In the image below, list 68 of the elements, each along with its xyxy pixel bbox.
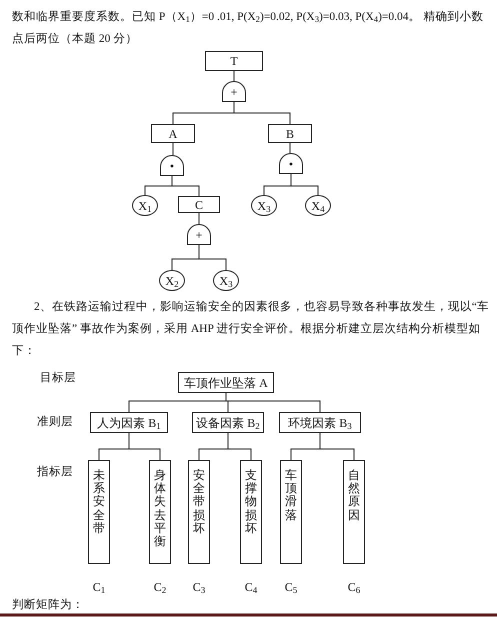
- node-label: 人为因素 B$_{1}$: [97, 416, 161, 428]
- node-label: 身体失去平衡: [154, 469, 166, 548]
- logic-gate: [187, 224, 211, 245]
- node-label: X$_{3}$: [257, 200, 271, 212]
- connector-line: [172, 176, 200, 196]
- node-label: 自然原因: [348, 469, 360, 522]
- node-label: X$_{4}$: [311, 200, 325, 212]
- node-label: 支撑物损坏: [245, 469, 257, 535]
- event-box: [280, 460, 302, 564]
- node-label: X$_{3}$: [219, 274, 233, 286]
- event-box: [90, 412, 168, 433]
- event-box: [205, 51, 263, 71]
- event-box: [88, 460, 110, 564]
- node-label: +: [230, 86, 238, 98]
- connector-line: [234, 102, 290, 124]
- node-label: A: [168, 128, 178, 140]
- event-box: [240, 460, 262, 564]
- node-label: •: [288, 158, 294, 170]
- node-label: X$_{1}$: [138, 200, 152, 212]
- basic-event-circle: [159, 270, 185, 291]
- event-box: [268, 124, 312, 143]
- node-label: +: [196, 229, 202, 241]
- indicator-code: C$_{5}$: [284, 579, 298, 596]
- connector-line: [226, 392, 320, 412]
- node-label: 车顶滑落: [285, 469, 297, 522]
- node-label: 未系安全带: [93, 469, 105, 535]
- node-label: T: [230, 55, 238, 67]
- node-label: X$_{2}$: [165, 274, 179, 286]
- event-box: [178, 196, 220, 213]
- basic-event-circle: [132, 195, 158, 216]
- node-label: 环境因素 B$_{3}$: [288, 416, 352, 428]
- paragraph-text: 数和临界重要度系数。已知 P（X$_{1}$）=0 .01, P(X$_{2}$)=0.02, P(X$_{3}$)=0.03, P(X$_{4}$)=0.04。 精确到小数点后两位（本题 20 分）: [12, 9, 484, 47]
- indicator-code: C$_{4}$: [244, 579, 258, 596]
- indicator-code: C$_{1}$: [92, 579, 106, 596]
- event-box: [188, 460, 210, 564]
- basic-event-circle: [251, 195, 277, 216]
- connector-line: [320, 432, 354, 460]
- indicator-code: C$_{6}$: [346, 579, 362, 596]
- node-label: 安全带损坏: [193, 469, 205, 535]
- event-box: [151, 124, 195, 143]
- connector-line: [290, 174, 318, 196]
- connector-line: [198, 212, 200, 224]
- event-box: [343, 460, 365, 564]
- event-box: [149, 460, 171, 564]
- event-box: [178, 372, 274, 393]
- node-label: B: [286, 128, 294, 140]
- event-box: [279, 412, 361, 433]
- indicator-code: C$_{3}$: [192, 579, 206, 596]
- connector-line: [198, 244, 226, 270]
- logic-gate: [222, 81, 246, 102]
- connector-line: [128, 432, 160, 460]
- node-label: 设备因素 B$_{2}$: [196, 416, 260, 428]
- layer-label: 目标层: [40, 370, 77, 386]
- logic-gate: [279, 153, 303, 174]
- paragraph-text: 判断矩阵为：: [12, 598, 85, 613]
- logic-gate: [160, 155, 184, 176]
- indicator-code: C$_{2}$: [152, 579, 168, 596]
- basic-event-circle: [305, 195, 331, 216]
- event-box: [192, 412, 264, 433]
- layer-label: 准则层: [37, 414, 74, 430]
- connector-line: [228, 432, 252, 460]
- node-label: 车顶作业坠落 A: [184, 376, 268, 388]
- node-label: C: [194, 198, 203, 210]
- connector-line: [172, 142, 174, 156]
- basic-event-circle: [213, 270, 239, 291]
- paragraph-text: 2、在铁路运输过程中，影响运输安全的因素很多，也容易导致各种事故发生，现以“车顶作业坠落” 事故作为案例，采用 AHP 进行安全评价。根据分析建立层次结构分析模型如下：: [12, 299, 490, 359]
- node-label: •: [170, 160, 174, 172]
- layer-label: 指标层: [37, 464, 74, 480]
